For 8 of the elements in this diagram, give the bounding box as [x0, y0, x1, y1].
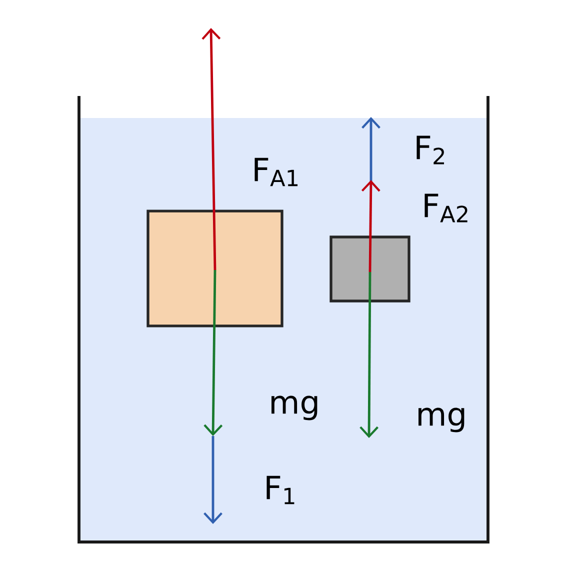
force-label: mg: [418, 408, 464, 432]
force-label: F$_{A1}$: [254, 158, 298, 186]
force-label: mg: [272, 396, 318, 420]
force-label: F$_{1}$: [266, 476, 294, 504]
force-label: F$_{A2}$: [424, 194, 468, 222]
force-label: F$_{2}$: [416, 136, 444, 164]
block: [330, 236, 410, 302]
block: [146, 210, 284, 328]
